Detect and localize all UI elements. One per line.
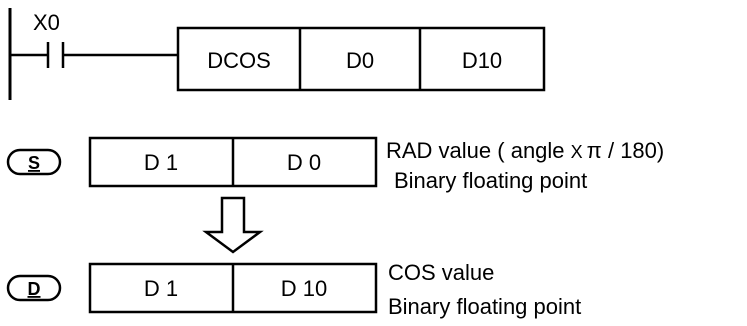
source-tag-label: S bbox=[28, 153, 40, 173]
dest-row: D D 1 D 10 COS value Binary floating poi… bbox=[6, 260, 581, 319]
normally-open-contact bbox=[46, 42, 65, 68]
source-operand: D0 bbox=[346, 48, 374, 73]
contact-label: X0 bbox=[33, 10, 60, 35]
source-high-word: D 1 bbox=[144, 150, 178, 175]
dest-high-word: D 1 bbox=[144, 276, 178, 301]
dest-format: Binary floating point bbox=[388, 294, 581, 319]
instruction-mnemonic: DCOS bbox=[207, 48, 271, 73]
source-desc-multiply: X bbox=[571, 142, 583, 162]
down-arrow-icon bbox=[202, 196, 264, 254]
source-desc-suffix: / 180) bbox=[602, 138, 664, 163]
dest-tag: D bbox=[6, 274, 62, 302]
source-tag: S bbox=[6, 148, 62, 176]
dest-low-word: D 10 bbox=[281, 276, 327, 301]
dest-register-box: D 1 D 10 bbox=[88, 262, 378, 314]
source-desc-pi: π bbox=[587, 138, 602, 163]
instruction-block: DCOS D0 D10 bbox=[176, 26, 546, 92]
source-format: Binary floating point bbox=[394, 168, 587, 193]
source-register-box: D 1 D 0 bbox=[88, 136, 378, 188]
dest-description: COS value bbox=[388, 260, 494, 285]
destination-operand: D10 bbox=[462, 48, 502, 73]
source-low-word: D 0 bbox=[287, 150, 321, 175]
dest-tag-label: D bbox=[28, 279, 41, 299]
source-desc-prefix: RAD value ( angle bbox=[386, 138, 571, 163]
ladder-rung: X0 DCOS D0 D10 bbox=[8, 8, 546, 100]
